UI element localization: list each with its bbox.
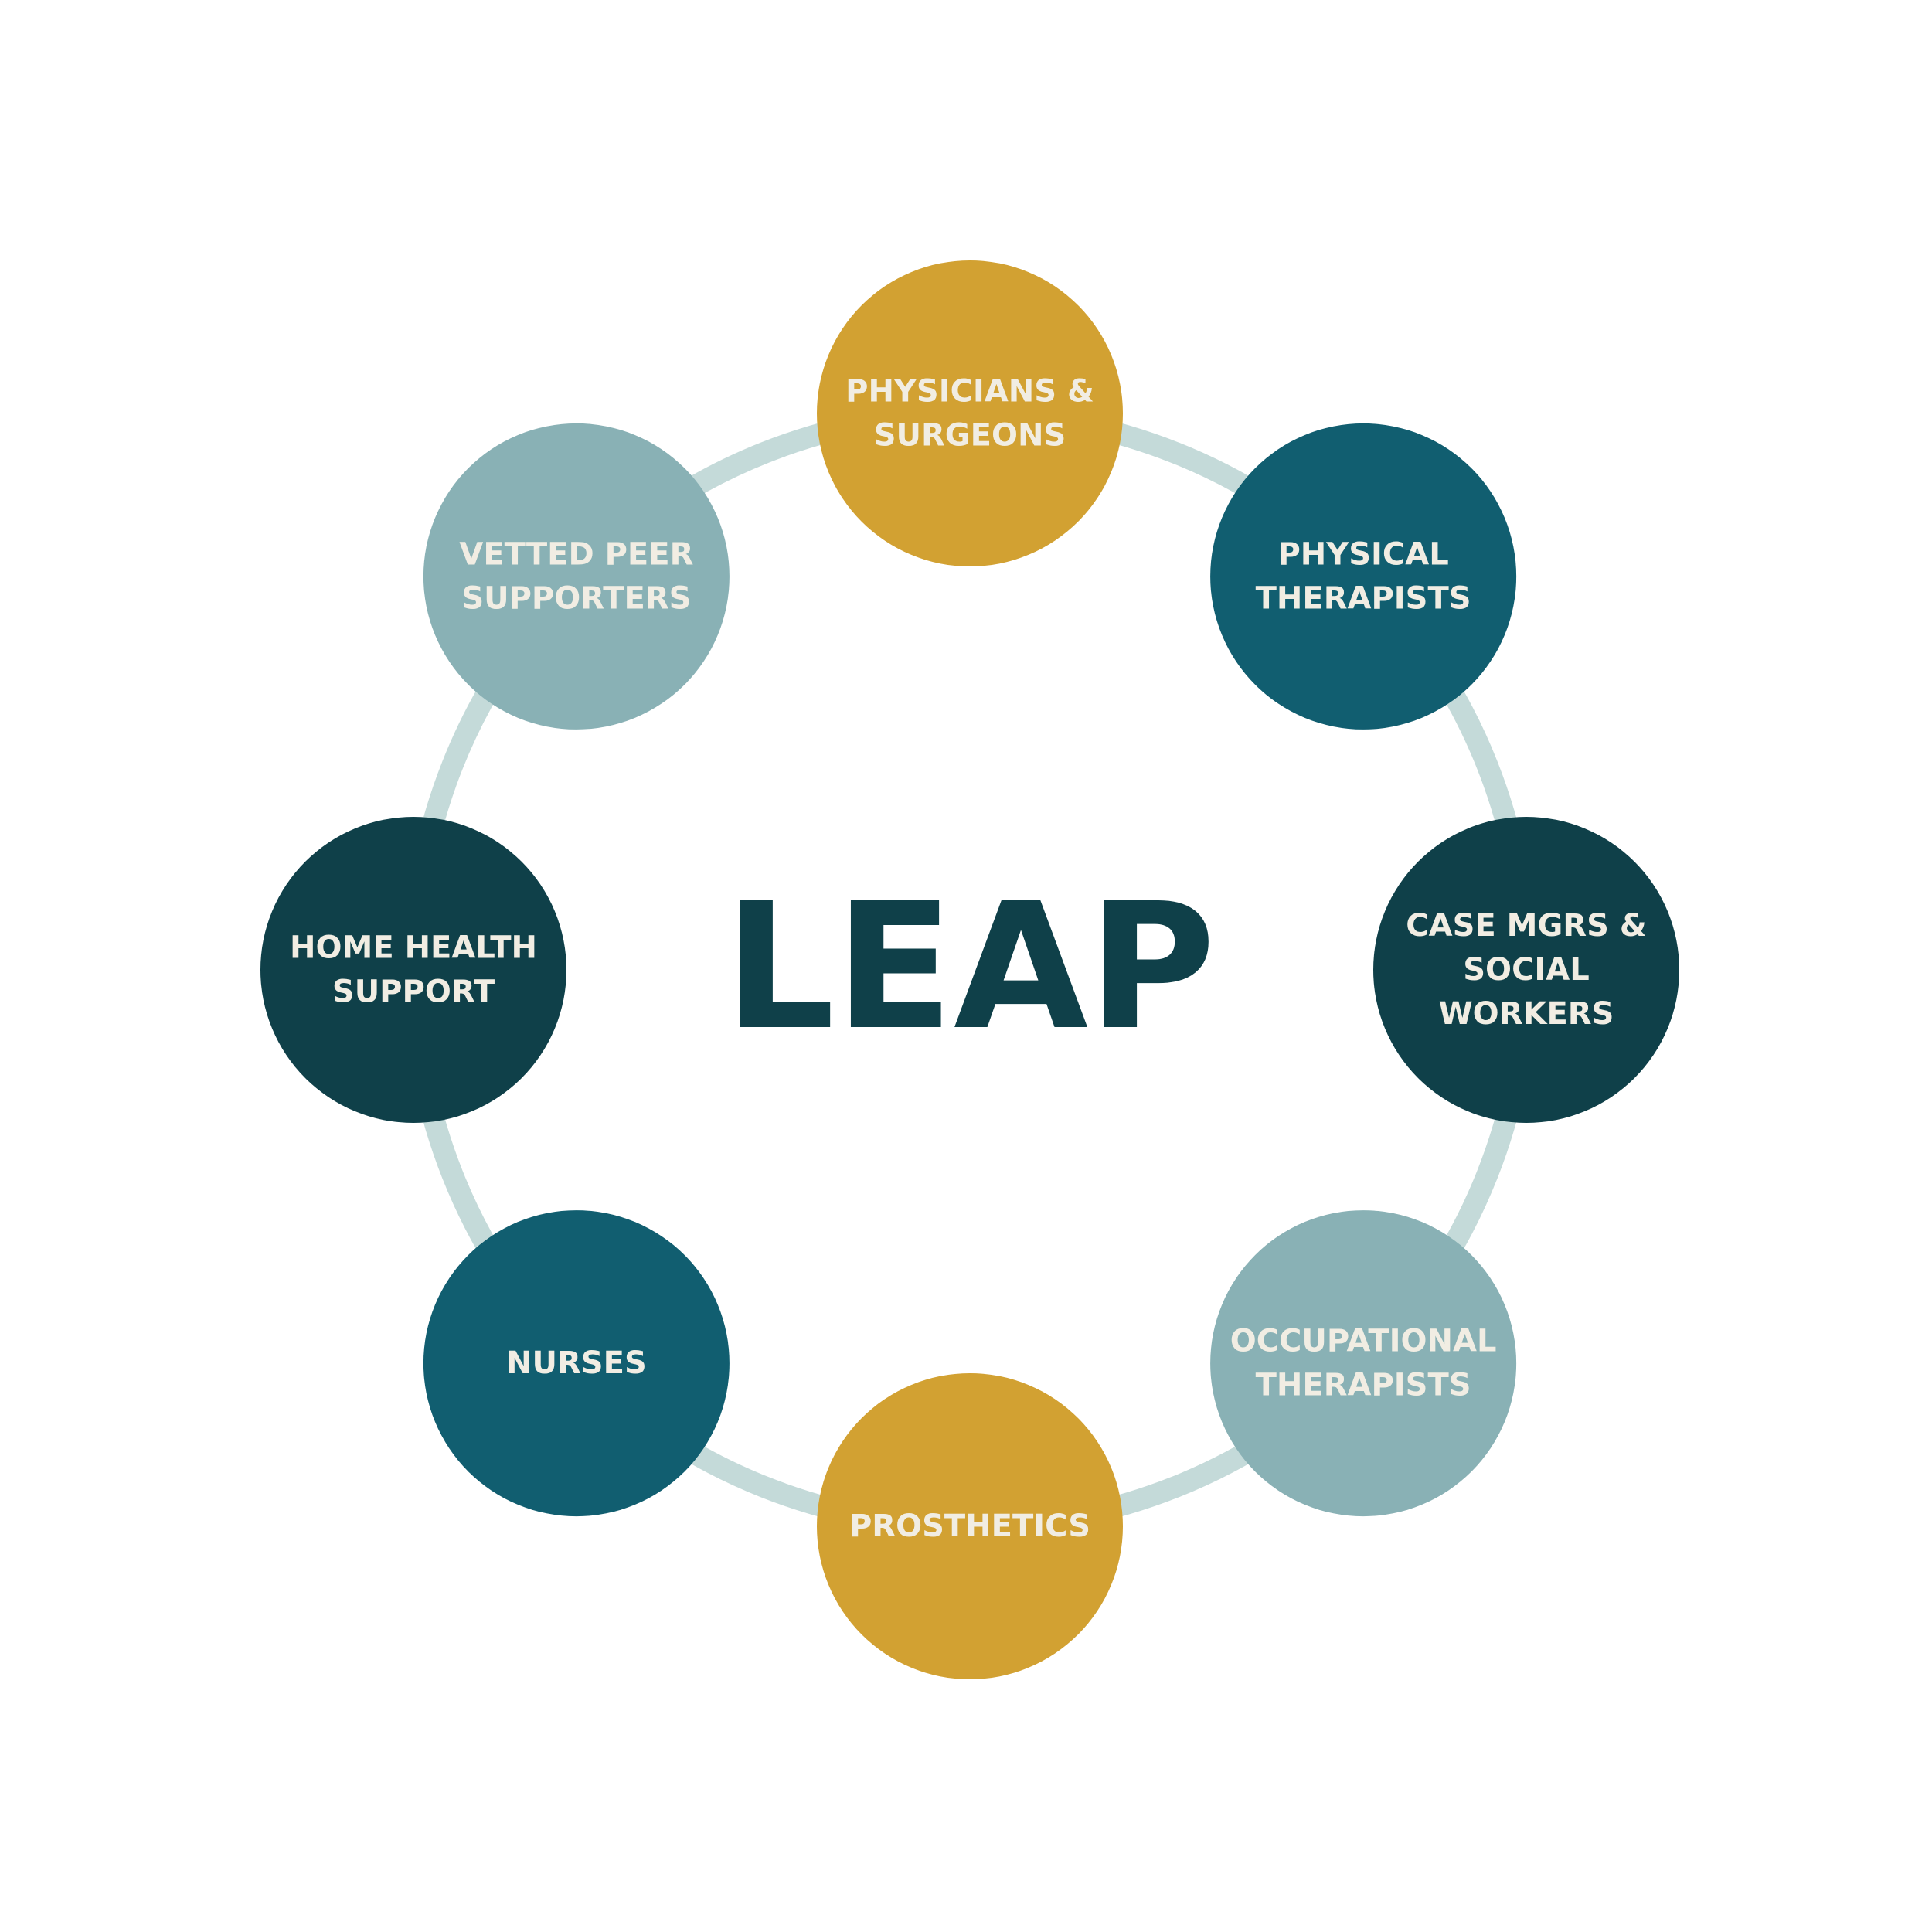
node-home-health-support: HOME HEALTH SUPPORT bbox=[260, 817, 566, 1123]
node-label: PHYSICIANS & SURGEONS bbox=[845, 374, 1094, 454]
node-circle bbox=[1210, 423, 1517, 730]
node-vetted-peer-supporters: VETTED PEER SUPPORTERS bbox=[423, 423, 730, 730]
node-label-line: SURGEONS bbox=[874, 418, 1066, 454]
node-label-line: HOME HEALTH bbox=[290, 930, 537, 966]
node-label-line: SUPPORT bbox=[332, 975, 495, 1010]
node-label-line: SUPPORTERS bbox=[461, 580, 691, 616]
node-label: HOME HEALTH SUPPORT bbox=[290, 930, 537, 1010]
node-label: OCCUPATIONAL THERAPISTS bbox=[1230, 1324, 1497, 1403]
node-case-mgrs-social-workers: CASE MGRS & SOCIAL WORKERS bbox=[1373, 817, 1679, 1123]
team-nodes: PHYSICIANS & SURGEONS PHYSICAL THERAPISTS CA… bbox=[260, 260, 1679, 1679]
node-occupational-therapists: OCCUPATIONAL THERAPISTS bbox=[1210, 1210, 1517, 1517]
node-label-line: PROSTHETICS bbox=[849, 1509, 1090, 1544]
node-prosthetics: PROSTHETICS bbox=[817, 1373, 1123, 1679]
node-circle bbox=[423, 423, 730, 730]
node-label: CASE MGRS & SOCIAL WORKERS bbox=[1406, 908, 1646, 1032]
node-label-line: NURSES bbox=[506, 1345, 647, 1381]
node-circle bbox=[817, 260, 1123, 566]
node-label-line: OCCUPATIONAL bbox=[1230, 1324, 1497, 1359]
node-label-line: THERAPISTS bbox=[1256, 1368, 1471, 1403]
node-label: PROSTHETICS bbox=[849, 1509, 1090, 1544]
node-label-line: CASE MGRS & bbox=[1406, 908, 1646, 944]
node-label: VETTED PEER SUPPORTERS bbox=[459, 536, 693, 616]
node-circle bbox=[1373, 817, 1679, 1123]
node-label-line: WORKERS bbox=[1439, 996, 1614, 1032]
node-circle bbox=[1210, 1210, 1517, 1517]
node-label: NURSES bbox=[506, 1345, 647, 1381]
node-circle bbox=[423, 1210, 730, 1517]
node-physicians-surgeons: PHYSICIANS & SURGEONS bbox=[817, 260, 1123, 566]
node-circle bbox=[260, 817, 566, 1123]
node-circle bbox=[817, 1373, 1123, 1679]
center-title: LEAP bbox=[724, 866, 1216, 1069]
node-label-line: THERAPISTS bbox=[1256, 580, 1471, 616]
node-label-line: PHYSICAL bbox=[1277, 536, 1448, 572]
node-label-line: VETTED PEER bbox=[459, 536, 693, 572]
node-nurses: NURSES bbox=[423, 1210, 730, 1517]
node-physical-therapists: PHYSICAL THERAPISTS bbox=[1210, 423, 1517, 730]
node-label-line: PHYSICIANS & bbox=[845, 374, 1094, 410]
node-label: PHYSICAL THERAPISTS bbox=[1256, 536, 1471, 616]
node-label-line: SOCIAL bbox=[1463, 952, 1590, 988]
